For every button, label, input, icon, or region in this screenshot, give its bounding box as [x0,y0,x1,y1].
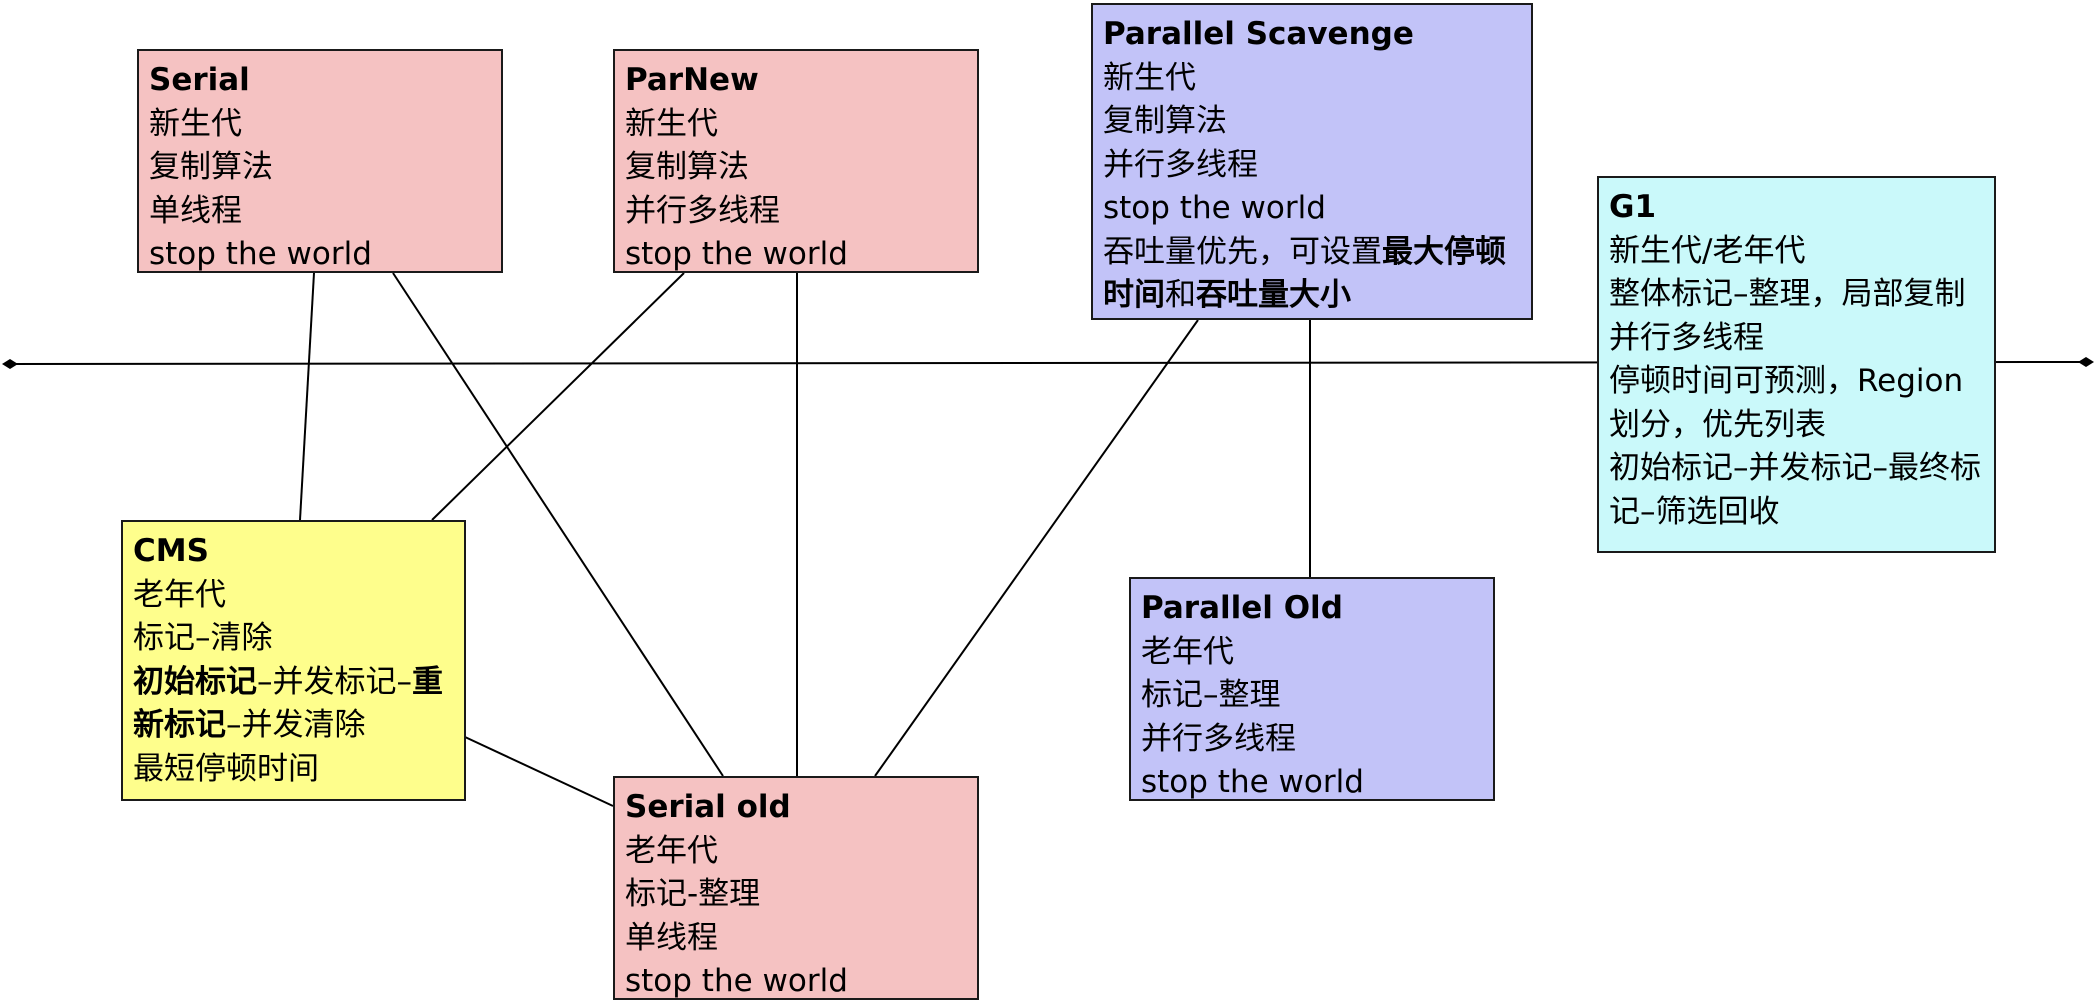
node-title: CMS [133,533,209,569]
edge-parnew-cms [431,272,685,521]
node-title: G1 [1609,189,1657,225]
node-title: Parallel Old [1141,590,1343,626]
node-detail: 新生代 [149,105,242,142]
edge-cms-serial-old [464,736,614,807]
phase-emphasis: 初始标记 [133,663,257,700]
node-detail: 标记–清除 [133,620,273,656]
node-detail: 标记–整理 [1141,677,1281,713]
feature-emphasis: 最大停顿时间 [1103,233,1506,314]
node-phases: 初始标记–并发标记–重新标记–并发清除 [133,661,454,748]
cms-collector-node: CMS 老年代 标记–清除 初始标记–并发标记–重新标记–并发清除 最短停顿时间 [121,520,466,801]
g1-collector-node: G1 新生代/老年代 整体标记–整理，局部复制 并行多线程 停顿时间可预测，Re… [1597,176,1996,553]
parnew-collector-node: ParNew 新生代 复制算法 并行多线程 stop the world [613,49,979,273]
node-detail: 新生代/老年代 [1609,232,1806,269]
phase-emphasis: 重新标记 [133,663,443,744]
node-feature: 吞吐量优先，可设置最大停顿时间和吞吐量大小 [1103,231,1521,318]
node-detail: 新生代 [1103,59,1196,96]
feature-emphasis: 吞吐量大小 [1196,277,1351,313]
node-detail: 单线程 [149,192,242,229]
node-detail: stop the world [1103,190,1326,226]
node-detail: 初始标记–并发标记–最终标记–筛选回收 [1609,450,1981,530]
node-detail: 新生代 [625,105,718,142]
node-detail: 并行多线程 [1141,720,1296,757]
node-detail: 停顿时间可预测，Region划分，优先列表 [1609,363,1964,443]
node-detail: 并行多线程 [1103,146,1258,183]
serial-collector-node: Serial 新生代 复制算法 单线程 stop the world [137,49,503,273]
node-detail: 复制算法 [1103,103,1227,139]
edge-parallel-scavenge-serial-old [874,319,1199,777]
node-detail: 最短停顿时间 [133,750,319,787]
phase-text: –并发清除 [226,707,366,743]
divider-left-end-marker [2,359,18,369]
node-detail: 标记-整理 [625,876,761,912]
node-title: Serial [149,62,250,98]
node-title: Parallel Scavenge [1103,16,1414,52]
node-detail: stop the world [1141,764,1364,800]
divider-right-end-marker [2078,357,2094,367]
node-detail: 复制算法 [149,149,273,185]
edge-serial-serial-old [392,272,724,777]
node-detail: 单线程 [625,919,718,956]
node-detail: stop the world [625,963,848,999]
feature-text: 吞吐量优先，可设置 [1103,233,1382,270]
phase-text: –并发标记– [257,663,412,700]
node-detail: 并行多线程 [625,192,780,229]
node-detail: stop the world [625,236,848,272]
parallel-scavenge-collector-node: Parallel Scavenge 新生代 复制算法 并行多线程 stop th… [1091,3,1533,320]
edge-serial-cms [299,272,315,521]
node-detail: stop the world [149,236,372,272]
node-detail: 老年代 [1141,633,1234,670]
node-detail: 复制算法 [625,149,749,185]
node-title: ParNew [625,62,759,98]
node-detail: 并行多线程 [1609,319,1764,356]
node-title: Serial old [625,789,791,825]
feature-text: 和 [1165,277,1196,313]
node-detail: 老年代 [625,832,718,869]
parallel-old-collector-node: Parallel Old 老年代 标记–整理 并行多线程 stop the wo… [1129,577,1495,801]
node-detail: 整体标记–整理，局部复制 [1609,276,1966,312]
node-detail: 老年代 [133,576,226,613]
serial-old-collector-node: Serial old 老年代 标记-整理 单线程 stop the world [613,776,979,1000]
